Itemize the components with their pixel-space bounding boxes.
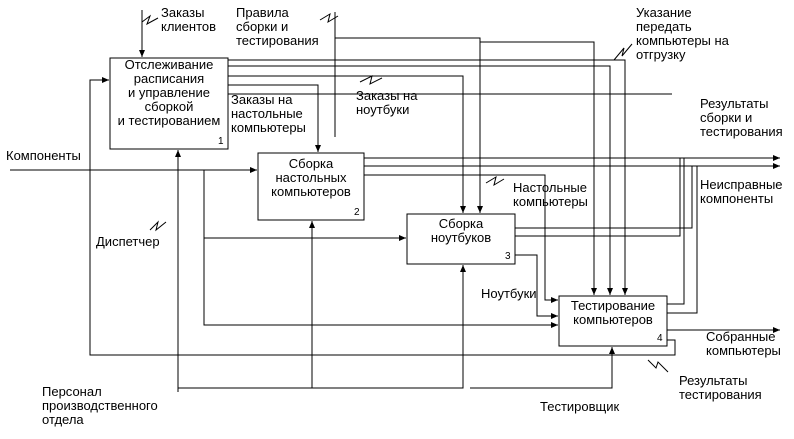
box-2-number: 2 xyxy=(354,207,360,218)
label-tester: Тестировщик xyxy=(540,399,620,414)
squiggle-dispatcher xyxy=(149,220,167,232)
arrow-laptops xyxy=(515,254,558,319)
activity-box-4[interactable] xyxy=(558,295,668,347)
activity-box-3[interactable] xyxy=(406,213,516,265)
label-faulty: Неисправные компоненты xyxy=(700,177,783,206)
box-1-title: Отслеживание расписания и управление сбо… xyxy=(117,57,221,128)
label-assembled: Собранные компьютеры xyxy=(706,329,781,358)
arrow-components-box4 xyxy=(203,238,558,328)
label-desktops: Настольные компьютеры xyxy=(513,180,588,209)
arrow-instruction xyxy=(228,65,613,295)
arrow-orders-laptop xyxy=(228,75,466,213)
arrow-orders-desktop xyxy=(228,84,321,152)
box-4-number: 4 xyxy=(657,333,663,344)
label-rules: Правила сборки и тестирования xyxy=(236,5,319,48)
label-orders-desktop: Заказы на настольные компьютеры xyxy=(231,92,306,135)
arrow-box3-faulty xyxy=(515,166,693,229)
arrow-box3-results xyxy=(515,158,681,237)
label-dispatcher: Диспетчер xyxy=(96,234,160,249)
arrow-rules-box4 xyxy=(479,38,597,295)
box-2-title: Сборка настольных компьютеров xyxy=(271,156,351,199)
arrow-personnel-box2 xyxy=(178,221,315,389)
box-3-number: 3 xyxy=(505,251,511,262)
arrow-personnel-box3 xyxy=(312,265,466,389)
label-laptops: Ноутбуки xyxy=(481,286,537,301)
arrow-instruction-2 xyxy=(228,59,628,295)
arrow-test-results xyxy=(89,77,676,356)
squiggle-rules xyxy=(319,12,339,24)
squiggle-orders-laptop xyxy=(359,75,383,85)
squiggle-instruction xyxy=(613,43,633,61)
box-3-title: Сборка ноутбуков xyxy=(430,216,492,245)
arrow-desktops xyxy=(364,174,558,303)
label-orders-laptop: Заказы на ноутбуки xyxy=(356,88,418,117)
box-1-number: 1 xyxy=(218,136,224,147)
activity-box-1[interactable] xyxy=(109,57,229,150)
squiggle-orders-clients xyxy=(141,14,159,26)
label-instruction: Указание передать компьютеры на отгрузку xyxy=(636,5,729,62)
squiggle-desktops xyxy=(485,175,505,187)
arrow-box4-results xyxy=(667,158,685,305)
label-components: Компоненты xyxy=(6,148,81,163)
label-orders-clients: Заказы клиентов xyxy=(161,5,217,34)
label-results-assembly: Результаты сборки и тестирования xyxy=(700,96,783,139)
arrow-box4-faulty xyxy=(667,166,698,314)
label-test-results: Результаты тестирования xyxy=(679,373,762,402)
label-personnel: Персонал производственного отдела xyxy=(42,384,158,427)
activity-box-2[interactable] xyxy=(257,152,365,221)
arrow-tester xyxy=(470,347,615,389)
squiggle-test-results xyxy=(647,359,669,373)
box-4-title: Тестирование компьютеров xyxy=(570,298,656,327)
